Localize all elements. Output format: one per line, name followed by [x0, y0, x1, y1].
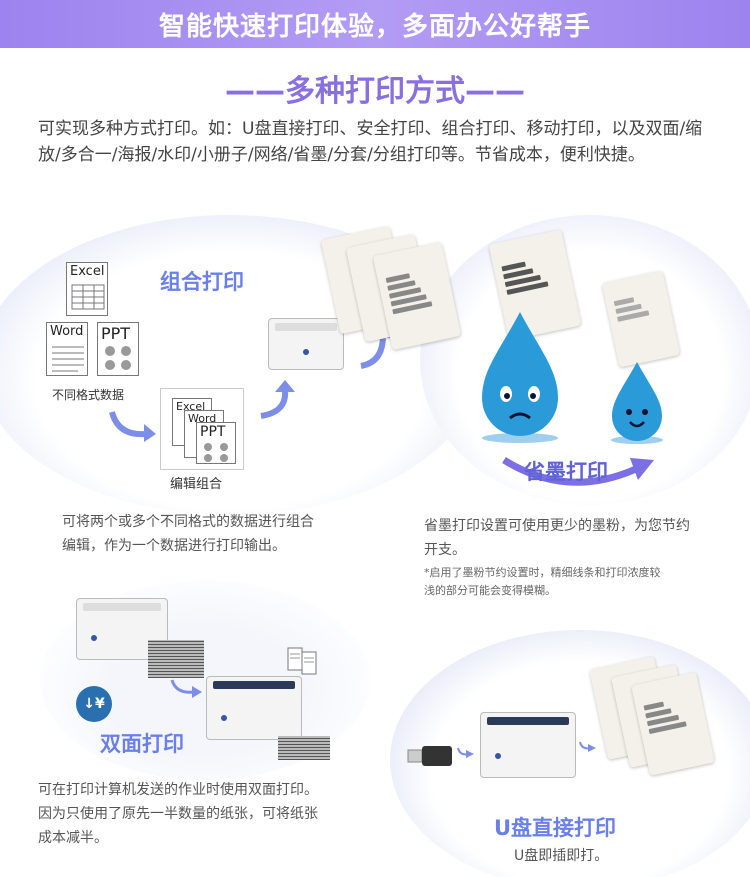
excel-document-icon: Excel: [66, 262, 108, 316]
text-lines-icon: [52, 346, 84, 372]
ink-drop-large-icon: [482, 312, 558, 443]
duplex-desc-line-2: 因为只使用了原先一半数量的纸张，可将纸张: [38, 806, 318, 822]
intro-text: 可实现多种方式打印。如：U盘直接打印、安全打印、组合打印、移动打印，以及双面/缩…: [38, 119, 703, 165]
ppt-stacked-icon: PPT: [196, 422, 236, 464]
combo-print-label: 组合打印: [160, 270, 244, 294]
small-arrow-right-icon-2: [579, 741, 596, 752]
spreadsheet-grid-icon: [71, 284, 105, 310]
small-arrow-right-icon: [457, 747, 474, 758]
curved-arrow-up-icon: [260, 380, 295, 419]
slides-circles-small-icon: [204, 443, 228, 462]
ppt-label: PPT: [101, 324, 131, 343]
header-banner: 智能快速打印体验，多面办公好帮手: [0, 0, 750, 48]
paper-stack-icon-2: [278, 736, 330, 760]
usb-print-label: U盘直接打印: [494, 816, 617, 840]
ink-arc-arrow-icon: [502, 457, 654, 486]
ink-desc-line-2: 开支。: [424, 542, 466, 558]
duplex-print-label: 双面打印: [100, 732, 184, 756]
usb-drive-icon: [407, 746, 452, 766]
usb-desc: U盘即插即打。: [514, 848, 609, 864]
ink-drop-small-icon: [611, 362, 663, 444]
formats-caption: 不同格式数据: [52, 388, 125, 402]
small-arrow-icon: [170, 679, 202, 698]
ink-note-line-1: *启用了墨粉节约设置时，精细线条和打印浓度较: [424, 566, 661, 579]
duplex-desc-line-3: 成本减半。: [38, 830, 108, 846]
slides-circles-icon: [105, 346, 131, 370]
cloud-ink: [420, 215, 750, 505]
edit-caption: 编辑组合: [170, 477, 223, 492]
excel-label: Excel: [70, 264, 105, 279]
ppt-document-icon: PPT: [97, 322, 139, 376]
ink-print-label: 省墨打印: [524, 460, 608, 484]
combo-desc-line-2: 编辑，作为一个数据进行打印输出。: [62, 538, 286, 554]
ppt-stacked-label: PPT: [200, 424, 226, 440]
word-stacked-label: Word: [188, 412, 217, 425]
excel-stacked-label: Excel: [176, 400, 206, 413]
banner-title: 智能快速打印体验，多面办公好帮手: [158, 11, 591, 42]
ink-note-line-2: 浅的部分可能会变得模糊。: [424, 584, 556, 597]
curved-arrow-icon: [109, 411, 156, 442]
paper-stack-icon: [148, 640, 204, 678]
duplex-desc-line-1: 可在打印计算机发送的作业时使用双面打印。: [38, 782, 318, 798]
word-label: Word: [50, 324, 84, 339]
cost-saving-badge-text: ↓¥: [83, 696, 105, 712]
combo-desc-line-1: 可将两个或多个不同格式的数据进行组合: [62, 514, 314, 530]
section-title: ——多种打印方式——: [225, 74, 525, 109]
cost-saving-badge: ↓¥: [76, 686, 112, 722]
word-document-icon: Word: [46, 322, 88, 376]
printer-image: [268, 318, 344, 370]
usb-printer-image: [480, 712, 576, 778]
duplex-printer-front: [206, 676, 302, 740]
double-sided-pages-icon: [287, 647, 317, 675]
ink-desc-line-1: 省墨打印设置可使用更少的墨粉，为您节约: [424, 518, 690, 534]
